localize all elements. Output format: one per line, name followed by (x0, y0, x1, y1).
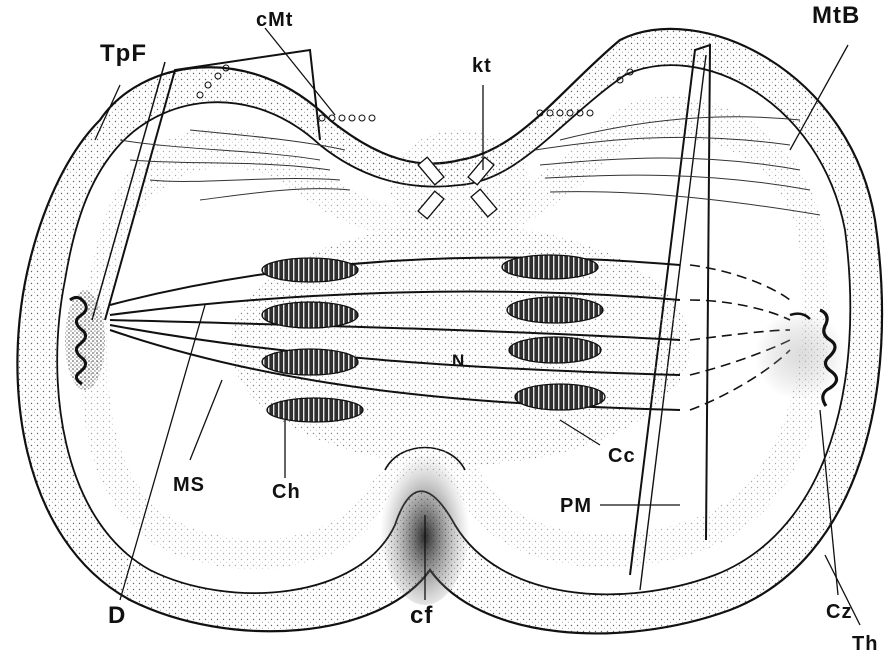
label-kt: kt (472, 56, 492, 76)
label-MS: MS (173, 475, 205, 495)
label-Cz: Cz (826, 602, 852, 622)
label-PM: PM (560, 496, 592, 516)
centrosome-left (65, 290, 105, 390)
label-TpF: TpF (100, 42, 147, 66)
label-N: N (452, 352, 465, 369)
label-Ch: Ch (272, 482, 301, 502)
label-D: D (108, 604, 126, 628)
label-Th: Th (852, 634, 878, 654)
label-MtB: MtB (812, 4, 860, 28)
label-cMt: cMt (256, 10, 293, 30)
label-Cc: Cc (608, 446, 636, 466)
label-cf: cf (410, 604, 433, 628)
